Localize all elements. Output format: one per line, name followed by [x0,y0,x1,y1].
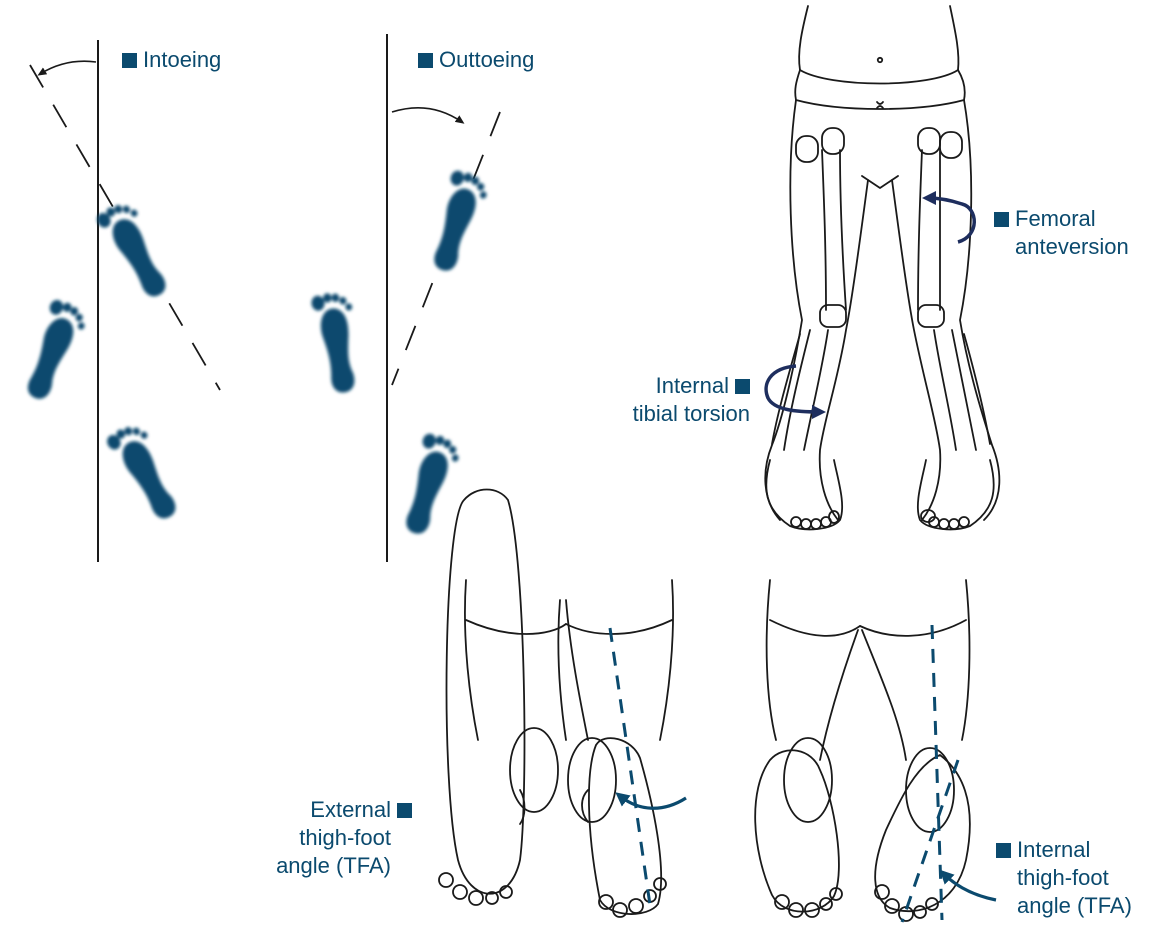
intoeing-angle-arrow [40,61,96,74]
square-bullet-icon [994,212,1009,227]
tibial-label-line-1: Internal [656,373,729,398]
footprint-icon [310,290,363,395]
footprint-icon [94,197,176,305]
ext-tfa-line-2: thigh-foot [299,825,391,850]
femoral-anteversion-arrow [928,198,974,242]
intoeing-panel [16,40,220,562]
int-tfa-line-2: thigh-foot [1017,865,1109,890]
outtoeing-angle-arrow [392,108,462,122]
footprint-icon [423,168,492,276]
intoeing-label: Intoeing [122,46,221,74]
int-tfa-line-3: angle (TFA) [1017,893,1132,918]
internal-tfa-label: Internal thigh-foot angle (TFA) [996,836,1132,920]
int-tfa-line-1: Internal [1017,837,1090,862]
square-bullet-icon [996,843,1011,858]
square-bullet-icon [122,53,137,68]
femoral-anteversion-label: Femoral anteversion [994,205,1129,261]
footprint-icon [16,297,91,405]
square-bullet-icon [418,53,433,68]
intoeing-label-text: Intoeing [143,47,221,72]
footprint-icon [395,431,464,539]
outtoeing-label-text: Outtoeing [439,47,534,72]
ext-tfa-line-1: External [310,797,391,822]
femoral-label-line-1: Femoral [1015,206,1096,231]
square-bullet-icon [397,803,412,818]
outtoeing-panel [310,34,500,562]
square-bullet-icon [735,379,750,394]
femoral-label-line-2: anteversion [1015,234,1129,259]
tibial-torsion-label: Internal tibial torsion [626,372,750,428]
external-tfa-thigh-axis [610,628,650,905]
external-tfa-figure [439,490,673,918]
internal-tfa-arrow [944,874,996,900]
footprint-icon [104,419,186,527]
external-tfa-label: External thigh-foot angle (TFA) [260,796,412,880]
outtoeing-label: Outtoeing [418,46,534,74]
ext-tfa-line-3: angle (TFA) [276,853,391,878]
lower-body-figure [765,6,999,529]
tibial-label-line-2: tibial torsion [633,401,750,426]
internal-tfa-thigh-axis [932,625,942,920]
